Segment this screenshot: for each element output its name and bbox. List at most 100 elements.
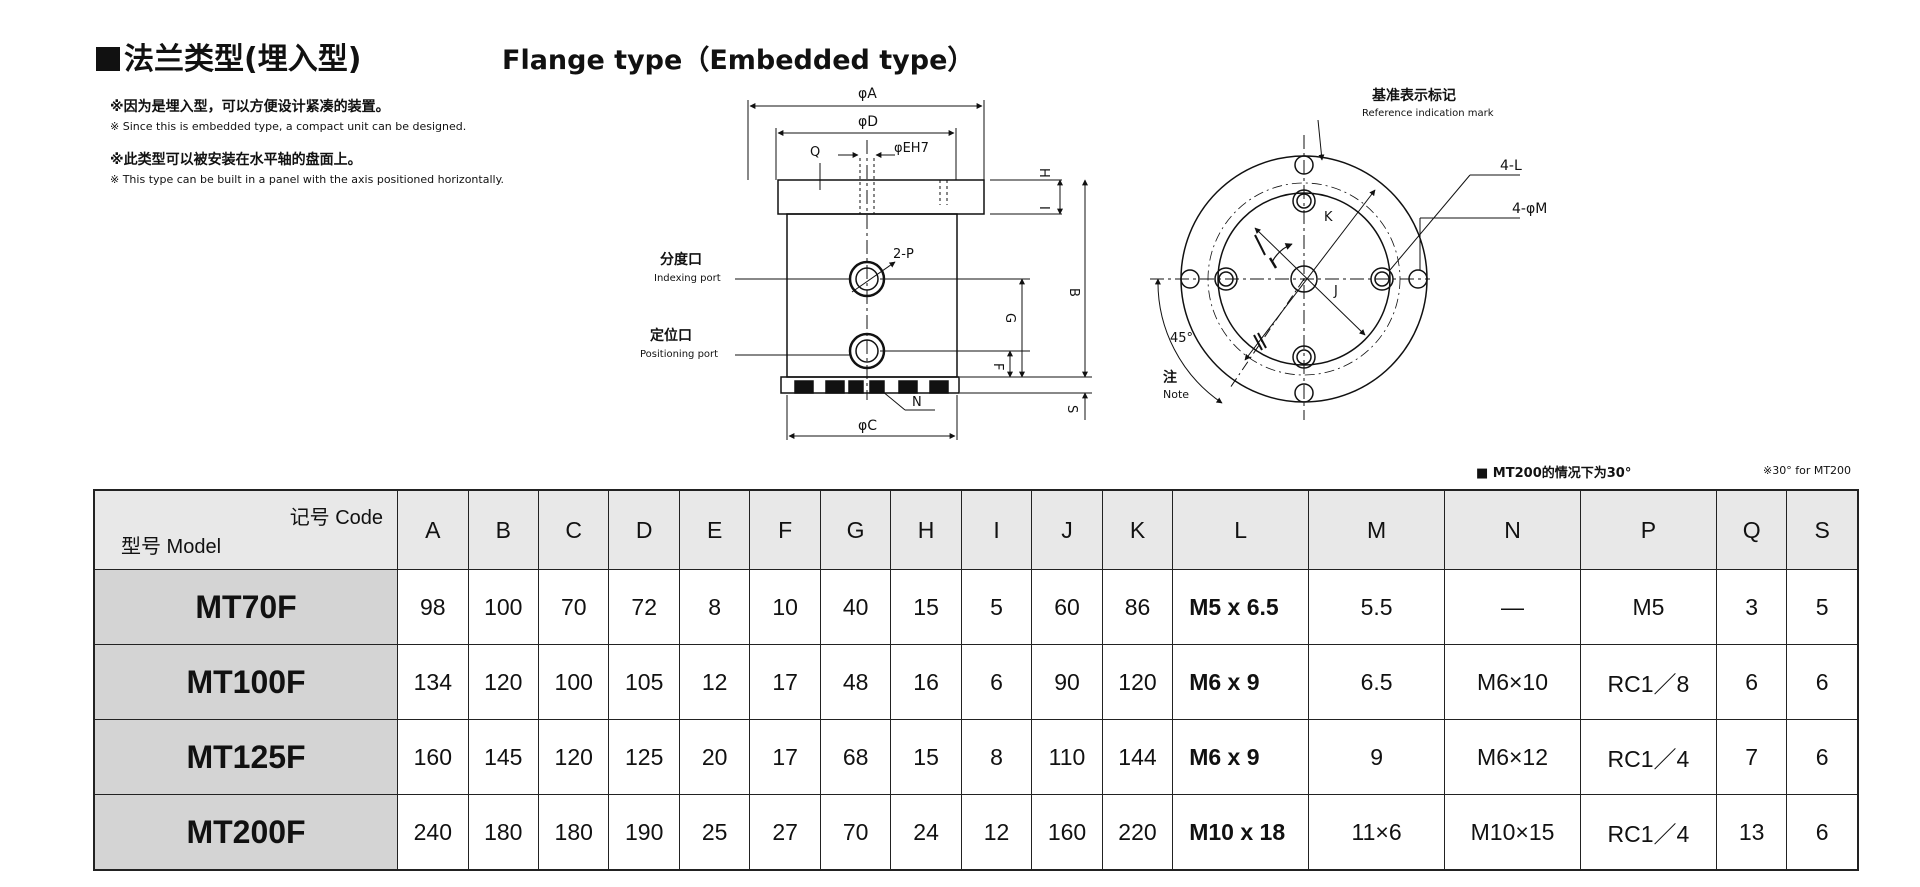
col-header: D [608,489,680,570]
col-header: K [1101,489,1174,570]
value-cell: 3 [1715,569,1788,645]
value-cell: 13 [1715,794,1788,871]
value-cell: 40 [819,569,892,645]
col-header: P [1579,489,1717,570]
value-cell: 6 [1786,794,1859,871]
table-header-row: 记号 Code 型号 Model A B C D E F G H I J K L… [93,489,1859,570]
value-cell: 6 [960,644,1033,720]
page-title-cn: 法兰类型(埋入型) [96,34,361,78]
ref-mark-en: Reference indication mark [1362,108,1494,119]
value-cell: 105 [608,644,680,720]
value-cell: 145 [467,719,540,795]
value-cell: M6×12 [1444,719,1581,795]
value-cell: 17 [749,719,821,795]
col-header: L [1172,489,1310,570]
value-cell: 25 [678,794,751,871]
col-header: H [890,489,962,570]
note-2-en: ※ This type can be built in a panel with… [110,173,505,186]
value-cell: 11×6 [1308,794,1446,871]
value-cell: 100 [467,569,540,645]
footnote-cn: ■ MT200的情况下为30° [1476,466,1632,481]
dim-label-n: N [912,395,922,410]
value-cell: 240 [397,794,469,871]
square-bullet-icon [96,47,120,71]
value-cell: — [1444,569,1581,645]
flange-plate [777,179,985,215]
value-cell: 17 [749,644,821,720]
value-cell: M5 [1579,569,1717,645]
col-header: N [1444,489,1581,570]
value-cell: RC1／4 [1579,794,1717,871]
note-1-cn: ※因为是埋入型，可以方便设计紧凑的装置。 [110,99,390,115]
value-cell: 70 [819,794,892,871]
value-cell: 90 [1031,644,1103,720]
value-cell: 6 [1786,644,1859,720]
col-header: F [749,489,821,570]
value-cell: 125 [608,719,680,795]
value-cell: 60 [1031,569,1103,645]
col-header: M [1308,489,1446,570]
table-corner-cell: 记号 Code 型号 Model [93,489,399,570]
angle-label-45: 45° [1170,331,1193,346]
value-cell: 20 [678,719,751,795]
note-2-cn: ※此类型可以被安装在水平轴的盘面上。 [110,152,362,168]
corner-model-label: 型号 Model [121,536,222,558]
value-cell: M6 x 9 [1172,644,1310,720]
value-cell: 134 [397,644,469,720]
indexing-port-en: Indexing port [654,273,721,284]
spec-table: 记号 Code 型号 Model A B C D E F G H I J K L… [93,489,1859,871]
dim-label-g: G [1002,313,1017,323]
col-header: G [819,489,892,570]
col-header: C [537,489,610,570]
model-cell: MT125F [93,719,399,795]
value-cell: 120 [537,719,610,795]
footnote-en: ※30° for MT200 [1763,464,1852,477]
value-cell: M10 x 18 [1172,794,1310,871]
value-cell: 98 [397,569,469,645]
value-cell: 72 [608,569,680,645]
col-header: A [397,489,469,570]
dim-label-c: φC [858,418,877,434]
value-cell: 8 [678,569,751,645]
value-cell: 15 [890,569,962,645]
positioning-port-cn: 定位口 [650,327,692,344]
col-header: J [1031,489,1103,570]
corner-code-label: 记号 Code [289,507,384,529]
value-cell: 110 [1031,719,1103,795]
col-header: I [960,489,1033,570]
value-cell: 24 [890,794,962,871]
value-cell: 6 [1786,719,1859,795]
value-cell: 220 [1101,794,1174,871]
value-cell: 6 [1715,644,1788,720]
front-view-labels: 基准表示标记 Reference indication mark 4-L 4-φ… [1163,87,1547,401]
value-cell: 27 [749,794,821,871]
value-cell: 5 [960,569,1033,645]
value-cell: 12 [960,794,1033,871]
page-title-en: Flange type（Embedded type） [502,45,975,76]
value-cell: 120 [467,644,540,720]
value-cell: 160 [397,719,469,795]
dim-label-d: φD [858,114,878,130]
value-cell: M5 x 6.5 [1172,569,1310,645]
dim-label-k: K [1324,210,1333,225]
dim-label-s: S [1064,405,1079,413]
value-cell: RC1／8 [1579,644,1717,720]
dim-label-b: B [1066,288,1081,297]
value-cell: 7 [1715,719,1788,795]
front-view-drawing [1150,119,1520,420]
dim-label-f: F [990,363,1005,370]
value-cell: 86 [1101,569,1174,645]
value-cell: 70 [537,569,610,645]
dim-label-h: H [1036,168,1051,178]
side-view-labels: φA φD φEH7 Q H I B G F S φC N 2-P 分度口 In… [640,86,1081,434]
value-cell: 48 [819,644,892,720]
col-header: B [467,489,540,570]
dim-label-2p: 2-P [893,247,914,262]
dim-label-i: I [1036,206,1051,210]
dim-label-q: Q [810,145,820,160]
value-cell: 8 [960,719,1033,795]
